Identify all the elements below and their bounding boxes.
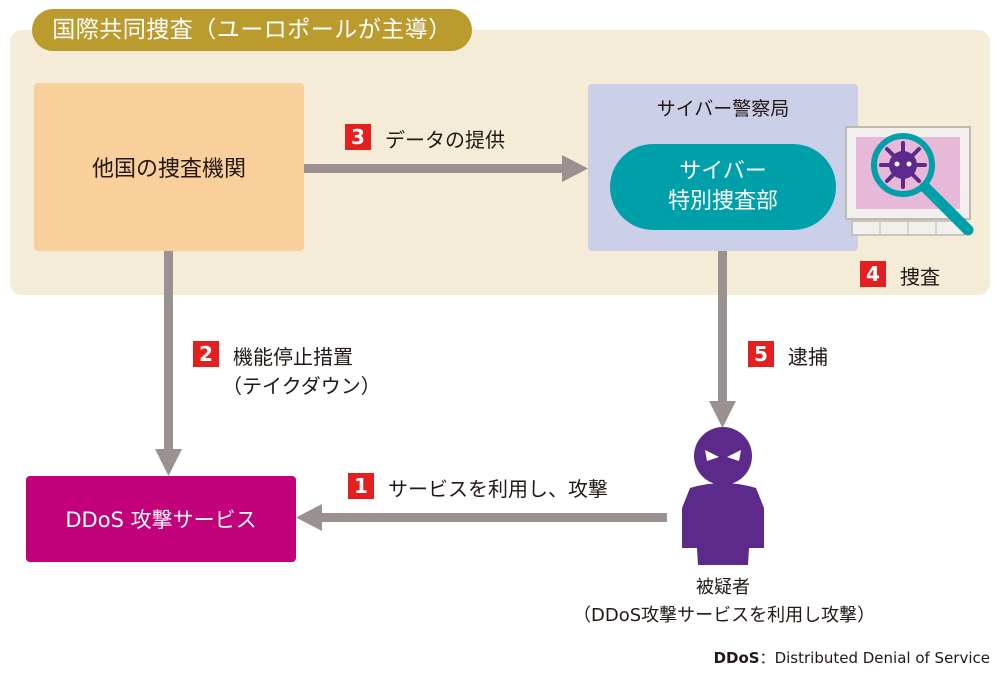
footnote-definition: ：Distributed Denial of Service: [759, 649, 990, 667]
special-unit-line1: サイバー: [679, 159, 767, 184]
step-1-badge: 1: [348, 473, 374, 499]
step-2-label: 機能停止措置: [233, 345, 353, 369]
ddos-attack-service-label: DDoS 攻撃サービス: [65, 508, 257, 532]
step-3-label: データの提供: [385, 128, 505, 152]
arrow-use-attack: [296, 504, 667, 531]
suspect-label-line1: 被疑者: [696, 577, 750, 598]
step-3-badge: 3: [345, 124, 371, 150]
step-4-label: 捜査: [900, 265, 940, 289]
other-country-agency-box: 他国の捜査機関: [34, 83, 304, 251]
cyber-police-bureau-label: サイバー警察局: [656, 98, 790, 120]
footnote: DDoS：Distributed Denial of Service: [714, 647, 990, 668]
ddos-attack-service-box: DDoS 攻撃サービス: [26, 476, 296, 562]
special-unit-line2: 特別捜査部: [667, 189, 778, 214]
step-5-label: 逮捕: [788, 345, 828, 369]
arrow-takedown: [155, 251, 182, 476]
arrow-arrest: [709, 251, 736, 428]
arrow-data-provision: [304, 155, 588, 182]
suspect-label-line2: （DDoS攻撃サービスを利用し攻撃）: [573, 605, 876, 626]
panel-title: 国際共同捜査（ユーロポールが主導）: [32, 9, 472, 51]
step-1-label: サービスを利用し、攻撃: [388, 477, 608, 501]
other-country-agency-label: 他国の捜査機関: [91, 157, 246, 182]
step-4-badge: 4: [860, 261, 886, 287]
step-5-badge: 5: [748, 341, 774, 367]
step-2-badge: 2: [193, 341, 219, 367]
suspect-label: 被疑者 （DDoS攻撃サービスを利用し攻撃）: [573, 573, 876, 627]
footnote-term: DDoS: [713, 649, 760, 667]
cyber-police-bureau-box: サイバー警察局 サイバー 特別捜査部: [588, 84, 858, 251]
cyber-special-investigation-unit: サイバー 特別捜査部: [610, 144, 836, 230]
malware-virus-icon: [879, 141, 927, 189]
step-2-sublabel: （テイクダウン）: [222, 374, 381, 398]
